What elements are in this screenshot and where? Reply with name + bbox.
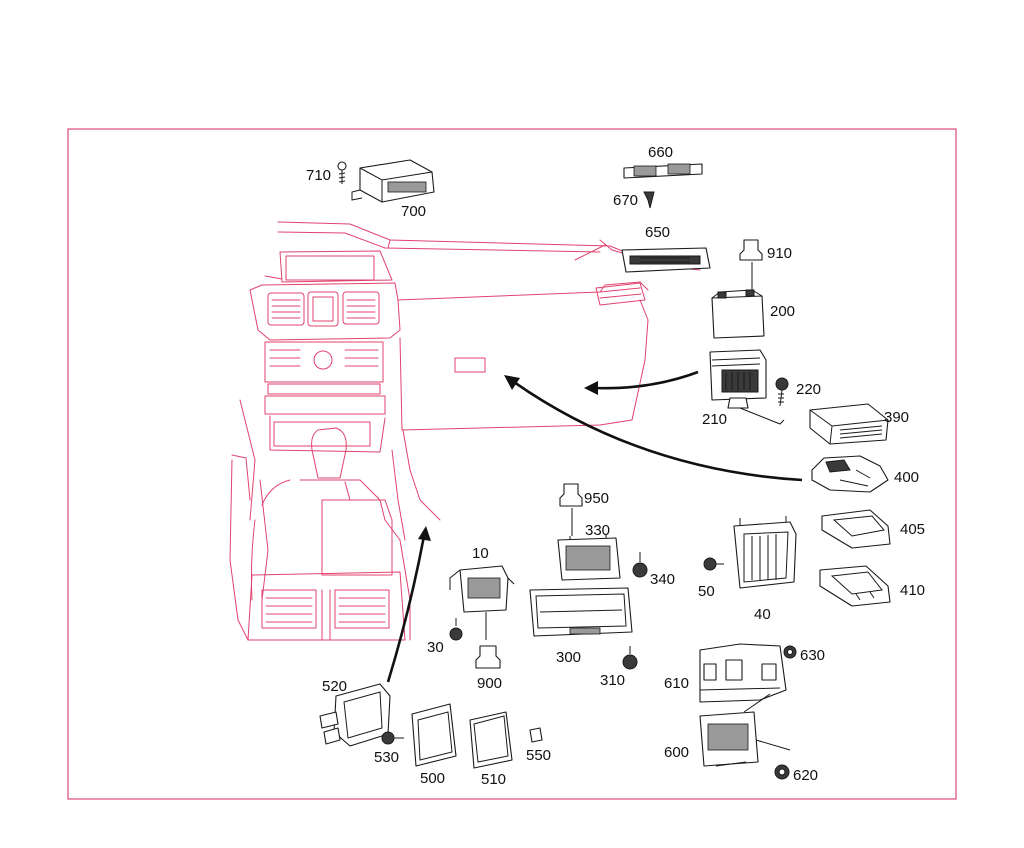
label-50: 50 xyxy=(698,583,715,600)
part-405-tray xyxy=(821,509,891,549)
part-200-control-unit xyxy=(711,262,765,339)
label-630: 630 xyxy=(800,647,825,664)
part-610-bracket xyxy=(699,643,787,703)
part-40-control-unit xyxy=(733,516,797,589)
label-700: 700 xyxy=(401,203,426,220)
part-30-screw xyxy=(449,618,463,641)
label-610: 610 xyxy=(664,675,689,692)
label-390: 390 xyxy=(884,409,909,426)
label-400: 400 xyxy=(894,469,919,486)
part-550-clip xyxy=(529,727,543,743)
label-950: 950 xyxy=(584,490,609,507)
part-510-panel xyxy=(469,711,513,769)
label-600: 600 xyxy=(664,744,689,761)
part-620-nut xyxy=(774,764,790,780)
label-10: 10 xyxy=(472,545,489,562)
part-50-screw xyxy=(703,557,724,571)
label-405: 405 xyxy=(900,521,925,538)
label-900: 900 xyxy=(477,675,502,692)
label-550: 550 xyxy=(526,747,551,764)
part-220-screw xyxy=(775,377,789,407)
part-650-control-panel xyxy=(621,247,711,273)
part-900-connector xyxy=(475,645,501,669)
label-620: 620 xyxy=(793,767,818,784)
label-330: 330 xyxy=(585,522,610,539)
label-650: 650 xyxy=(645,224,670,241)
part-number-labels: 710 700 660 670 650 910 200 220 210 390 … xyxy=(306,144,925,788)
part-630-nut xyxy=(783,645,797,659)
label-30: 30 xyxy=(427,639,444,656)
label-340: 340 xyxy=(650,571,675,588)
label-200: 200 xyxy=(770,303,795,320)
label-40: 40 xyxy=(754,606,771,623)
part-710-screw xyxy=(337,161,347,184)
label-910: 910 xyxy=(767,245,792,262)
part-400-bracket xyxy=(811,455,889,493)
assignment-arrows xyxy=(386,370,803,683)
part-340-screw xyxy=(632,552,648,578)
part-10-control-unit xyxy=(449,565,515,640)
label-210: 210 xyxy=(702,411,727,428)
part-500-control-unit xyxy=(411,703,457,767)
label-660: 660 xyxy=(648,144,673,161)
label-500: 500 xyxy=(420,770,445,787)
label-220: 220 xyxy=(796,381,821,398)
label-410: 410 xyxy=(900,582,925,599)
part-300-display-unit xyxy=(529,587,633,637)
part-910-connector xyxy=(739,239,763,261)
part-410-tray xyxy=(819,565,891,607)
label-520: 520 xyxy=(322,678,347,695)
label-510: 510 xyxy=(481,771,506,788)
part-600-control-unit xyxy=(699,693,791,767)
part-660-connector xyxy=(623,163,703,179)
label-710: 710 xyxy=(306,167,331,184)
part-530-screw xyxy=(381,731,404,745)
label-530: 530 xyxy=(374,749,399,766)
part-330-control-unit xyxy=(557,508,621,581)
diagram-frame xyxy=(67,128,957,800)
part-310-screw xyxy=(622,646,638,670)
label-310: 310 xyxy=(600,672,625,689)
part-210-fuse-box xyxy=(709,349,785,425)
part-670-clip xyxy=(643,191,655,209)
part-950-connector xyxy=(559,483,583,507)
part-390-control-unit xyxy=(809,403,889,445)
label-670: 670 xyxy=(613,192,638,209)
part-700-control-unit xyxy=(351,159,435,203)
label-300: 300 xyxy=(556,649,581,666)
